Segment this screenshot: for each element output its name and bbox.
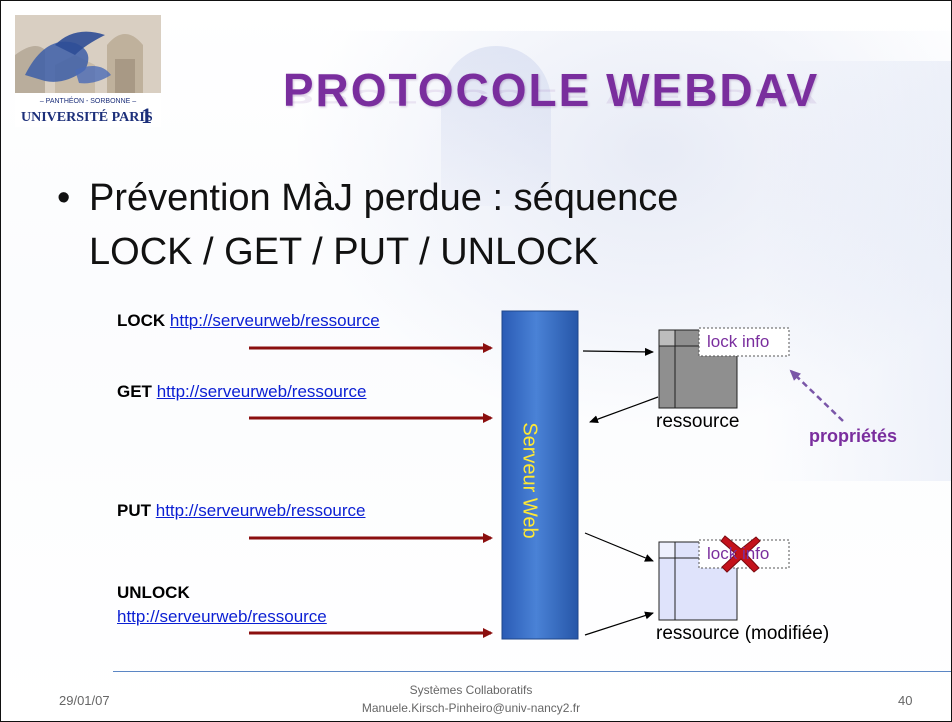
server-to-resource-arrow: [582, 347, 654, 356]
request-unlock: UNLOCK: [117, 583, 190, 603]
resource-to-server-arrow: [589, 396, 659, 423]
lock-info-label-top: lock info: [707, 332, 770, 351]
footer-center: Systèmes Collaboratifs Manuele.Kirsch-Pi…: [321, 681, 621, 717]
footer-divider: [113, 671, 951, 672]
request-unlock-method: UNLOCK: [117, 583, 190, 602]
server-box: [501, 310, 579, 640]
background-dome-watermark: [441, 46, 551, 206]
request-lock: LOCK http://serveurweb/ressource: [117, 311, 380, 331]
server-to-modified-arrow: [584, 532, 654, 562]
background-building-watermark: [291, 31, 951, 431]
request-put-link[interactable]: http://serveurweb/ressource: [155, 501, 366, 520]
footer-course: Systèmes Collaboratifs: [409, 683, 533, 697]
request-lock-method: LOCK: [117, 311, 166, 330]
footer-email: Manuele.Kirsch-Pinheiro@univ-nancy2.fr: [361, 701, 581, 715]
resource-top-caption: ressource: [656, 411, 740, 432]
logo-text-top: – PANTHÉON - SORBONNE –: [40, 96, 136, 105]
properties-label: propriétés: [809, 426, 898, 446]
resource-bottom-caption: ressource (modifiée): [656, 623, 830, 644]
request-unlock-link[interactable]: http://serveurweb/ressource: [117, 607, 327, 626]
page-title: PROTOCOLE WEBDAV: [282, 64, 820, 116]
properties-pointer-arrow: [789, 369, 844, 422]
request-get-link[interactable]: http://serveurweb/ressource: [156, 382, 367, 401]
request-unlock-url: http://serveurweb/ressource: [117, 607, 327, 627]
server-label: Serveur Web: [518, 422, 541, 539]
bullet-symbol: •: [57, 177, 71, 219]
university-logo: – PANTHÉON - SORBONNE – UNIVERSITÉ PARIS…: [15, 15, 161, 127]
logo-text-number: 1: [141, 103, 152, 127]
request-lock-link[interactable]: http://serveurweb/ressource: [169, 311, 380, 330]
request-get-method: GET: [117, 382, 152, 401]
request-put: PUT http://serveurweb/ressource: [117, 501, 366, 521]
footer-date: 29/01/07: [59, 693, 110, 708]
lock-info-box-top: [698, 327, 790, 357]
red-cross-icon: [720, 535, 761, 573]
unlock-to-modified-arrow: [584, 611, 654, 636]
footer-page-number: 40: [898, 693, 913, 708]
bullet-line-2: LOCK / GET / PUT / UNLOCK: [89, 231, 599, 273]
logo-text-main: UNIVERSITÉ PARIS: [21, 108, 153, 125]
request-get: GET http://serveurweb/ressource: [117, 382, 366, 402]
bullet-line-1: Prévention MàJ perdue : séquence: [89, 177, 679, 219]
background-right-watermark: [761, 61, 951, 481]
request-put-method: PUT: [117, 501, 151, 520]
lock-info-label-bottom: lock info: [707, 544, 770, 563]
